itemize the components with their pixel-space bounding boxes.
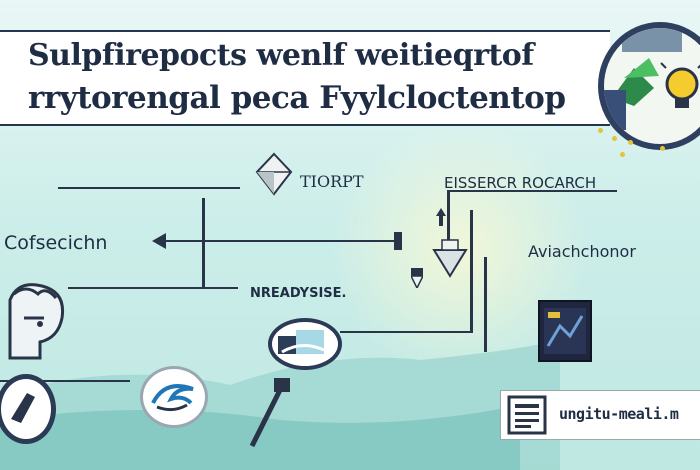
connector-line xyxy=(447,190,450,255)
gem-icon xyxy=(432,239,468,278)
pointer-stick-icon xyxy=(249,378,290,448)
decor-dot xyxy=(612,136,617,141)
connector-line xyxy=(162,240,402,242)
connector-line xyxy=(447,190,617,192)
connector-line xyxy=(484,257,487,352)
decor-dot xyxy=(628,140,633,145)
connector-line xyxy=(470,210,473,332)
arrow-right-icon xyxy=(394,232,402,250)
document-icon xyxy=(507,395,547,435)
label-eissercr-rocarch: EISSERCR ROCARCH xyxy=(444,174,597,192)
label-cofsecichn: Cofsecichn xyxy=(4,232,108,254)
label-tiorpt: TIORPT xyxy=(300,172,364,191)
connector-line xyxy=(0,380,130,382)
arrow-down-icon xyxy=(411,268,423,288)
data-circle-icon xyxy=(268,318,342,370)
document-strip: ungitu-meali.m xyxy=(500,390,700,440)
connector-line xyxy=(202,198,205,288)
arrow-up-icon xyxy=(436,208,446,226)
decor-dot xyxy=(660,146,665,151)
connector-line xyxy=(68,287,238,289)
connector-line xyxy=(58,187,240,189)
title-line-1: Sulpfirepocts wenlf weitieqrtof xyxy=(28,38,534,73)
title-line-2: rrytorengal peca Fyylcloctentop xyxy=(28,80,566,116)
label-nreadysise: NREADYSISE. xyxy=(250,286,347,301)
swirl-circle-icon xyxy=(140,366,208,428)
lightbulb-leaf-icon xyxy=(598,22,700,150)
dark-screen-icon xyxy=(538,300,592,362)
title-banner: Sulpfirepocts wenlf weitieqrtof rrytoren… xyxy=(0,30,610,126)
label-aviachchonor: Aviachchonor xyxy=(528,242,636,261)
arrow-left-icon xyxy=(152,233,166,249)
decor-dot xyxy=(620,152,625,157)
document-text: ungitu-meali.m xyxy=(559,405,679,423)
connector-line xyxy=(340,331,473,333)
decor-dot xyxy=(598,128,603,133)
circle-pointer-icon xyxy=(0,374,56,444)
person-face-icon xyxy=(8,283,65,360)
diamond-icon xyxy=(255,152,293,196)
